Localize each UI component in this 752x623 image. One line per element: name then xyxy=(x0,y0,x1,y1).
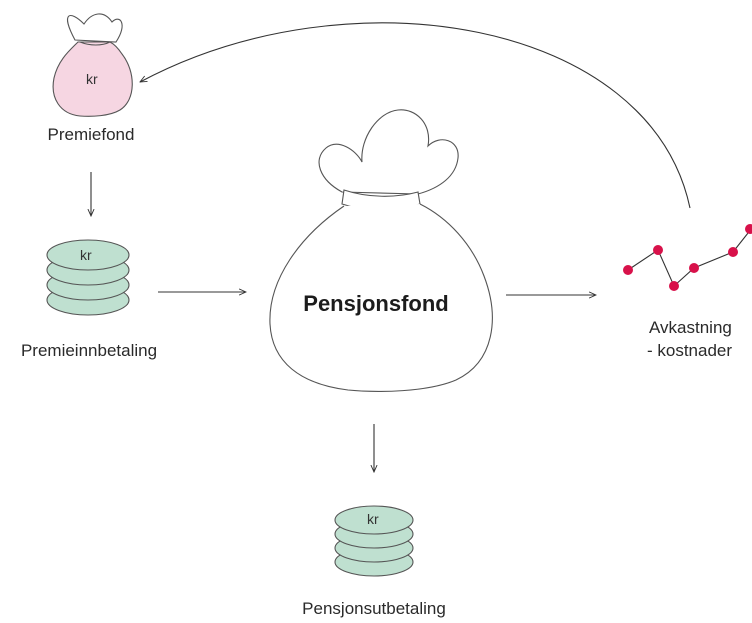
returns-graph-icon xyxy=(623,224,752,291)
premieinnbetaling-coins-icon: kr xyxy=(46,239,130,316)
pensjonsfond-label: Pensjonsfond xyxy=(303,291,449,316)
pensjonsutbetaling-symbol: kr xyxy=(367,511,379,527)
premiefond-bag-icon: kr xyxy=(52,13,133,117)
pensjonsfond-bag-icon xyxy=(269,109,493,392)
avkastning-label: Avkastning xyxy=(649,318,732,337)
return-arrow xyxy=(140,22,691,209)
pensjonsutbetaling-coins-icon: kr xyxy=(334,505,414,577)
premiefond-label: Premiefond xyxy=(47,125,135,144)
pensjonsutbetaling-label: Pensjonsutbetaling xyxy=(302,599,446,618)
premieinnbetaling-label: Premieinnbetaling xyxy=(20,341,158,360)
premiefond-symbol: kr xyxy=(86,71,98,87)
kostnader-label: - kostnader xyxy=(647,341,733,360)
premieinnbetaling-symbol: kr xyxy=(80,247,92,263)
